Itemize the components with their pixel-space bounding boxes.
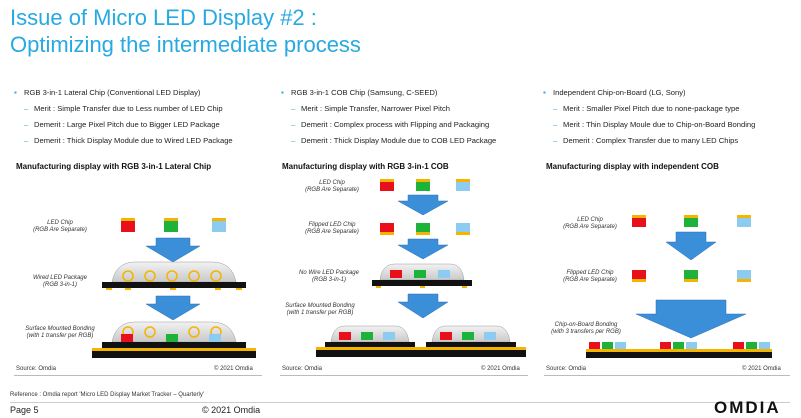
source-note: Source: Omdia <box>282 366 323 372</box>
column-item: Demerit : Large Pixel Pitch due to Bigge… <box>34 120 220 129</box>
column-item: Merit : Thin Display Moule due to Chip-o… <box>563 120 756 129</box>
label-smb: Surface Mounted Bonding(with 1 transfer … <box>285 303 355 316</box>
blue-chip <box>212 221 226 232</box>
arrow-down-icon <box>397 293 449 319</box>
column-cob-chip: ▪ RGB 3-in-1 COB Chip (Samsung, C-SEED) –… <box>281 88 536 152</box>
cob-bonded-row <box>586 342 772 358</box>
red-chip <box>121 221 135 232</box>
label-led-chip: LED Chip(RGB Are Separate) <box>305 180 359 193</box>
page-number: Page 5 <box>10 405 39 415</box>
diagram-lateral <box>92 218 256 358</box>
arrow-down-icon <box>145 295 201 321</box>
dash-icon: – <box>24 104 29 113</box>
label-led-chip: LED Chip(RGB Are Separate) <box>563 217 617 230</box>
flipped-chip-row <box>380 223 470 235</box>
diagram-cob <box>316 179 526 357</box>
column-item: Demerit : Complex Transfer due to many L… <box>563 136 739 145</box>
bullet-icon: ▪ <box>543 88 546 97</box>
omdia-logo: OMDIA <box>714 398 781 417</box>
page-title: Issue of Micro LED Display #2 : Optimizi… <box>10 4 361 58</box>
label-flipped-chip: Flipped LED Chip(RGB Are Separate) <box>563 270 617 283</box>
dash-icon: – <box>291 136 296 145</box>
title-line-2: Optimizing the intermediate process <box>10 32 361 57</box>
footer-copyright: © 2021 Omdia <box>202 405 261 415</box>
label-led-chip: LED Chip(RGB Are Separate) <box>33 220 87 233</box>
dash-icon: – <box>291 120 296 129</box>
column-item: Merit : Simple Transfer, Narrower Pixel … <box>301 104 450 113</box>
dash-icon: – <box>24 120 29 129</box>
source-copyright: © 2021 Omdia <box>214 366 253 372</box>
column-item: Demerit : Thick Display Module due to CO… <box>301 136 497 145</box>
column-heading: Independent Chip-on-Board (LG, Sony) <box>553 88 686 97</box>
column-item: Demerit : Complex process with Flipping … <box>301 120 490 129</box>
arrow-down-icon <box>145 237 201 263</box>
column-item: Merit : Smaller Pixel Pitch due to none-… <box>563 104 740 113</box>
no-wire-package <box>372 263 472 288</box>
dash-icon: – <box>291 104 296 113</box>
column-lateral-chip: ▪ RGB 3-in-1 Lateral Chip (Conventional L… <box>14 88 269 152</box>
arrow-down-icon <box>635 299 747 339</box>
led-chip-row <box>380 179 470 191</box>
dash-icon: – <box>24 136 29 145</box>
label-no-wire-package: No Wire LED Package(RGB 3-in-1) <box>299 270 359 283</box>
dash-icon: – <box>553 136 558 145</box>
source-note: Source: Omdia <box>16 366 57 372</box>
label-smb: Surface Mounted Bonding(with 1 transfer … <box>25 326 95 339</box>
section-title-cob: Manufacturing display with RGB 3-in-1 CO… <box>282 162 449 171</box>
source-copyright: © 2021 Omdia <box>481 366 520 372</box>
label-cob-bonding: Chip-on-Board Bonding(with 3 transfers p… <box>551 322 621 335</box>
dash-icon: – <box>553 120 558 129</box>
smb-package <box>92 321 256 358</box>
green-chip <box>164 221 178 232</box>
label-wired-package: Wired LED Package(RGB 3-in-1) <box>33 275 87 288</box>
diagram-independent <box>586 215 772 358</box>
column-item: Merit : Simple Transfer due to Less numb… <box>34 104 223 113</box>
column-heading: RGB 3-in-1 Lateral Chip (Conventional LE… <box>24 88 201 97</box>
source-copyright: © 2021 Omdia <box>742 366 781 372</box>
section-title-independent: Manufacturing display with independent C… <box>546 162 719 171</box>
section-title-lateral: Manufacturing display with RGB 3-in-1 La… <box>16 162 212 171</box>
source-note: Source: Omdia <box>546 366 587 372</box>
flipped-chip-row <box>632 270 751 282</box>
bullet-icon: ▪ <box>281 88 284 97</box>
dash-icon: – <box>553 104 558 113</box>
wired-led-package <box>102 261 246 290</box>
label-flipped-chip: Flipped LED Chip(RGB Are Separate) <box>305 222 359 235</box>
smb-two-packages <box>316 325 526 357</box>
led-chip-row <box>632 215 751 227</box>
column-heading: RGB 3-in-1 COB Chip (Samsung, C-SEED) <box>291 88 438 97</box>
title-line-1: Issue of Micro LED Display #2 : <box>10 5 317 30</box>
arrow-down-icon <box>397 194 449 216</box>
bullet-icon: ▪ <box>14 88 17 97</box>
arrow-down-icon <box>397 238 449 260</box>
reference-note: Reference : Omdia report 'Micro LED Disp… <box>10 392 205 398</box>
column-independent-cob: ▪Independent Chip-on-Board (LG, Sony) –M… <box>543 88 798 152</box>
arrow-down-icon <box>665 231 717 261</box>
column-item: Demerit : Thick Display Module due to Wi… <box>34 136 233 145</box>
led-chip-row <box>121 218 226 232</box>
